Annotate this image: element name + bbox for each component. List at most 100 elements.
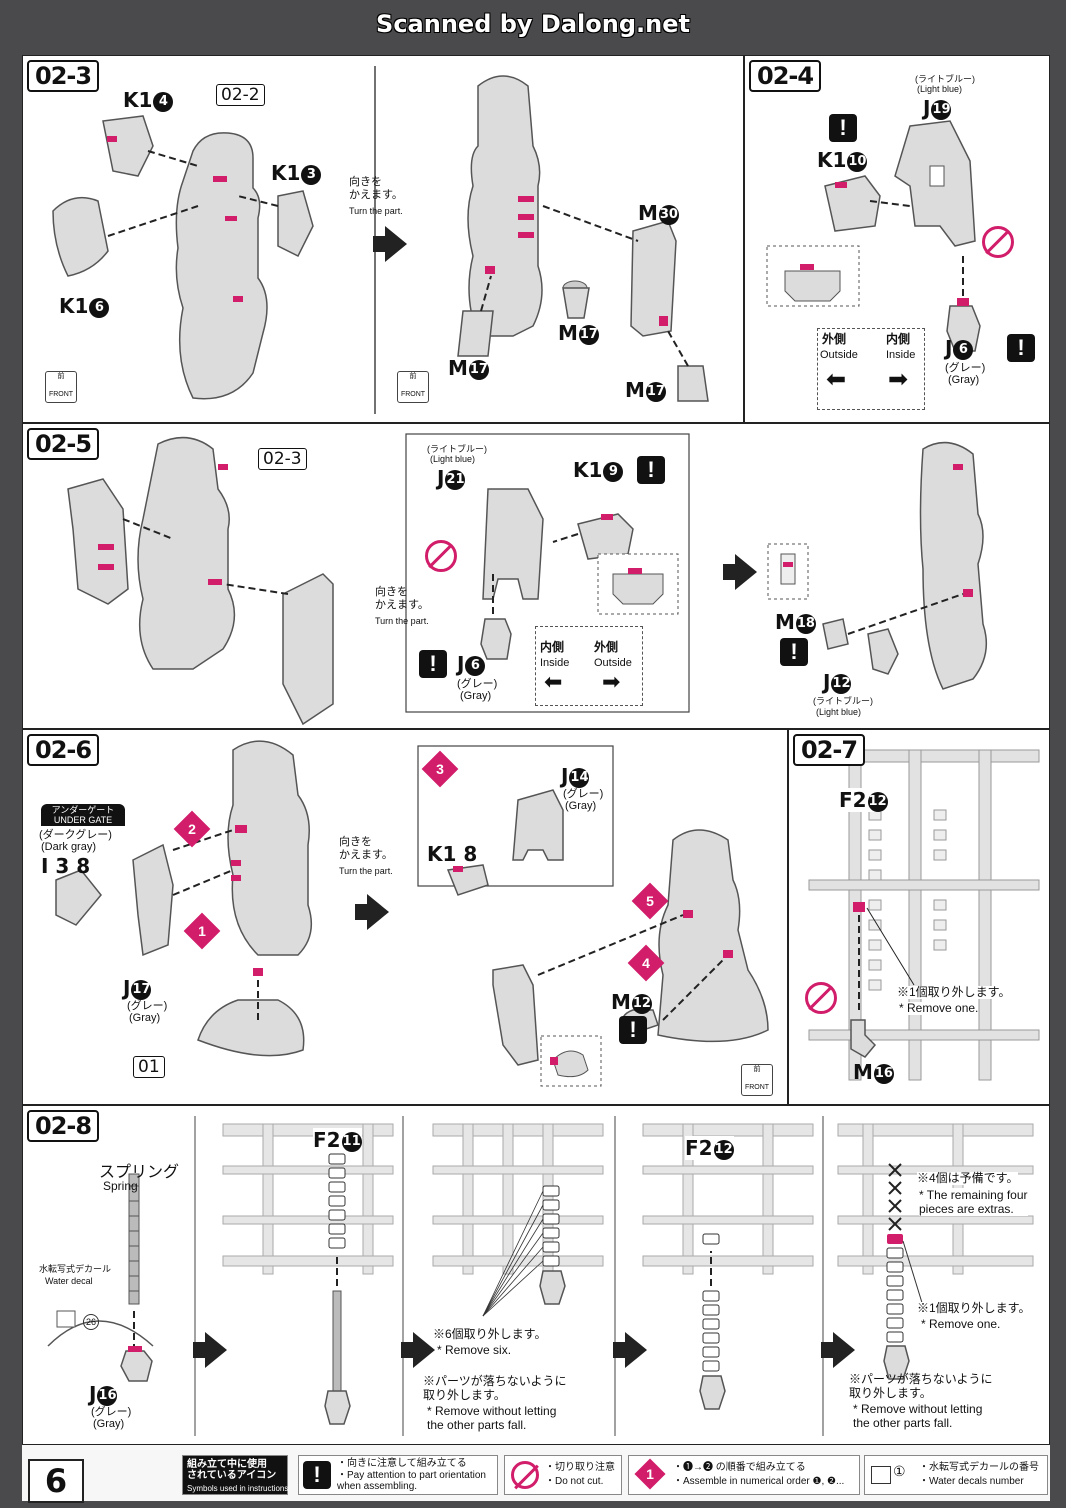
color-label-en: (Gray): [565, 800, 597, 812]
under-gate-en: UNDER GATE: [53, 815, 113, 825]
instruction-page: 02-3: [22, 55, 1050, 1503]
color-label-en: (Gray): [948, 374, 980, 386]
legend-cut-en: ・Do not cut.: [545, 1476, 604, 1487]
no-cut-icon: [511, 1461, 539, 1489]
orientation-warning-icon: !: [780, 638, 808, 666]
outside-label-en: Outside: [594, 657, 632, 669]
color-label-en: (Gray): [129, 1012, 161, 1024]
remove-note-en: * Remove one.: [899, 1001, 979, 1015]
legend-cut-jp: ・切り取り注意: [545, 1462, 615, 1473]
inside-label-en: Inside: [540, 657, 570, 669]
order-marker-2: 2: [173, 810, 211, 848]
extras-note-en: * The remaining four pieces are extras.: [919, 1188, 1028, 1216]
color-label-jp: (グレー): [127, 1000, 168, 1012]
color-label-jp: (ライトブルー): [813, 696, 873, 706]
legend-title-en: Symbols used in instructions: [187, 1484, 289, 1493]
orientation-warning-icon: !: [303, 1461, 331, 1489]
step-ref: 02-3: [258, 448, 307, 470]
legend-no-cut: ・切り取り注意 ・Do not cut.: [504, 1455, 622, 1495]
color-label-jp: (グレー): [457, 678, 498, 690]
no-fall-note-jp: ※パーツが落ちないように 取り外します。: [423, 1374, 567, 1402]
spring-label: スプリング: [99, 1162, 180, 1181]
no-fall-note-jp: ※パーツが落ちないように 取り外します。: [849, 1372, 993, 1400]
step-id: 02-4: [749, 60, 822, 92]
orientation-warning-icon: !: [419, 650, 447, 678]
next-arrow-icon: [355, 894, 389, 930]
spring-label-en: Spring: [103, 1179, 138, 1193]
step-02-3-illustration: [52, 66, 709, 414]
decal-label-en: Water decal: [45, 1276, 93, 1286]
turn-note-en: Turn the part.: [349, 206, 403, 216]
color-label-jp: (ライトブルー): [915, 74, 975, 84]
orientation-warning-icon: !: [829, 114, 857, 142]
next-arrow-icon: [613, 1332, 647, 1368]
order-marker-1: 1: [183, 912, 221, 950]
inside-label: 内側: [886, 332, 911, 346]
no-fall-note-en: * Remove without letting the other parts…: [427, 1404, 557, 1432]
order-marker-icon: 1: [634, 1458, 666, 1490]
step-02-5-panel: 02-5: [22, 423, 1050, 729]
part-label-i38: I 3 8: [41, 854, 91, 878]
outside-label: 外側: [822, 332, 847, 346]
inside-label: 内側: [540, 640, 565, 654]
color-label-jp: (グレー): [91, 1406, 132, 1418]
turn-note-en: Turn the part.: [339, 866, 393, 876]
color-label-en: (Light blue): [430, 454, 476, 464]
next-arrow-icon: [193, 1332, 227, 1368]
remove-note-jp: ※1個取り外します。: [897, 985, 1011, 999]
orientation-warning-icon: !: [1007, 334, 1035, 362]
legend-decal-en: ・Water decals number: [919, 1476, 1024, 1487]
legend-orientation: ! ・向きに注意して組み立てる ・Pay attention to part o…: [298, 1455, 498, 1495]
step-id: 02-5: [27, 428, 100, 460]
outside-label-en: Outside: [820, 349, 858, 361]
order-marker-5: 5: [631, 882, 669, 920]
no-cut-icon: [425, 540, 457, 572]
runner-f2-illustration: [808, 749, 1040, 1081]
orientation-warning-icon: !: [637, 456, 665, 484]
turn-note: 向きを かえます。: [375, 586, 429, 611]
color-label-en: (Gray): [460, 690, 492, 702]
step-ref: 01: [133, 1056, 165, 1078]
color-label-jp: (ライトブルー): [427, 444, 487, 454]
footer-legend: 6 組み立て中に使用 されているアイコン Symbols used in ins…: [22, 1451, 1050, 1503]
color-label-jp: (ダークグレー): [39, 829, 112, 841]
turn-note: 向きを かえます。: [339, 836, 393, 861]
step-02-8-panel: 02-8: [22, 1105, 1050, 1445]
decal-number: 26: [83, 1314, 99, 1330]
step-02-4-illustration: [766, 120, 981, 352]
left-arrow-icon: ⬅: [544, 669, 563, 694]
next-arrow-icon: [723, 554, 757, 590]
remove-six-en: * Remove six.: [437, 1343, 512, 1357]
turn-note-en: Turn the part.: [375, 616, 429, 626]
color-label-en: (Gray): [93, 1418, 125, 1430]
color-label-en: (Dark gray): [41, 841, 97, 853]
order-marker-4: 4: [627, 944, 665, 982]
decal-label-jp: 水転写式デカール: [39, 1264, 112, 1274]
legend-decal: ① ・水転写式デカールの番号 ・Water decals number: [864, 1455, 1048, 1495]
watermark: Scanned by Dalong.net: [376, 10, 690, 38]
color-label-en: (Light blue): [816, 707, 862, 717]
legend-order-en: ・Assemble in numerical order ❶, ❷...: [673, 1476, 845, 1487]
order-marker-3: 3: [421, 750, 459, 788]
next-arrow-icon: [401, 1332, 435, 1368]
right-arrow-icon: ➡: [602, 669, 621, 694]
color-label-en: (Light blue): [917, 84, 963, 94]
part-label-k18: K1 8: [427, 842, 478, 866]
